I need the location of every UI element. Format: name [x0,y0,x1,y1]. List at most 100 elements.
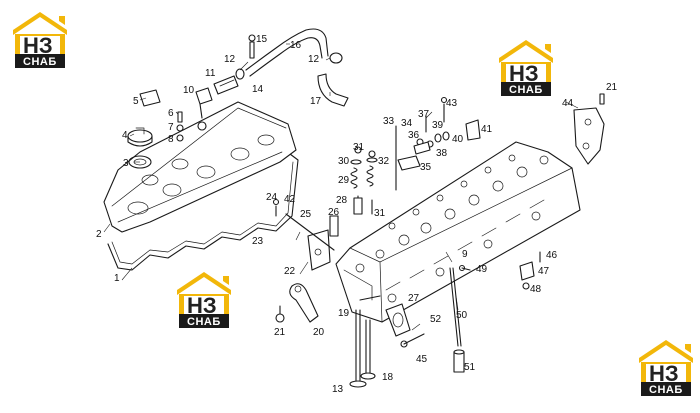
hose-clamp-12-right [329,52,343,64]
bolt-43 [440,96,448,123]
valve-cover-gasket [107,151,299,271]
callout-24: 24 [266,192,278,203]
callout-30: 30 [338,156,350,167]
callout-3: 3 [123,158,129,169]
bolt-21-right [599,93,605,105]
callout-45: 45 [416,354,428,365]
callout-15: 15 [256,34,268,45]
callout-8: 8 [168,134,174,145]
callout-12-left: 12 [224,54,236,65]
logo-top-right: НЗ СНАБ [499,40,553,96]
callout-42: 42 [284,194,296,205]
bolt-45-52 [400,333,425,348]
logo-middle-left: НЗ СНАБ [177,272,231,328]
valve-cover [103,101,297,233]
callout-43: 43 [446,98,458,109]
callout-25: 25 [300,209,312,220]
small-bolt-6-7-8 [176,111,184,142]
callout-14: 14 [252,84,264,95]
callout-10: 10 [183,85,195,96]
logo-mark-text: НЗ [509,61,539,86]
tappet-51 [453,349,465,373]
callout-47: 47 [538,266,550,277]
valve-springs-29 [350,157,378,189]
callout-5: 5 [133,96,139,107]
callout-51: 51 [464,362,476,373]
callout-2: 2 [96,229,102,240]
callout-1: 1 [114,273,120,284]
injector-sleeve-26 [329,215,339,237]
callout-33: 33 [383,116,395,127]
callout-46: 46 [546,250,558,261]
callout-28: 28 [336,195,348,206]
callout-31-bottom: 31 [374,208,386,219]
callout-32: 32 [378,156,390,167]
valve-guide-28 [353,197,363,215]
callout-52: 52 [430,314,442,325]
logo-brand-text: СНАБ [23,56,57,68]
callout-27: 27 [408,293,420,304]
logo-brand-text: СНАБ [649,384,683,396]
callout-48: 48 [530,284,542,295]
lifting-bracket-44 [573,107,605,165]
callout-20: 20 [313,327,325,338]
callout-44: 44 [562,98,574,109]
callout-22: 22 [284,266,296,277]
callout-6: 6 [168,108,174,119]
callout-7: 7 [168,122,174,133]
logo-top-left: НЗ СНАБ [13,12,67,68]
callout-40: 40 [452,134,464,145]
end-plate-22 [307,229,331,271]
rocker-arm-32-33 [395,125,421,191]
hose-clamp-12-left [235,68,245,80]
callout-4: 4 [122,130,128,141]
callout-21-left: 21 [274,327,286,338]
bolt-49 [458,264,471,272]
callout-31-top: 31 [353,142,365,153]
callout-26: 26 [328,207,340,218]
callout-29: 29 [338,175,350,186]
callout-23: 23 [252,236,264,247]
rocker-parts-34-40 [413,115,450,155]
callout-50: 50 [456,310,468,321]
bolt-21-left [275,305,285,323]
callout-19: 19 [338,308,350,319]
bolt-15 [248,34,256,59]
callout-34: 34 [401,118,413,129]
callout-11: 11 [205,68,216,79]
pushrod-50 [449,267,462,347]
callout-13: 13 [332,384,344,395]
callout-35: 35 [420,162,432,173]
long-stud-23 [285,213,335,251]
callout-12-right: 12 [308,54,320,65]
elbow-hose-17 [317,73,349,107]
callout-16: 16 [290,40,302,51]
callout-37: 37 [418,109,430,120]
logo-brand-text: СНАБ [509,84,543,96]
callout-numbers: 1 2 3 4 5 6 7 8 9 10 11 12 12 13 14 15 1… [96,34,618,395]
breather-fitting [195,87,213,131]
oil-filler-cap [127,127,153,147]
callout-18: 18 [382,372,394,383]
sensor-46-47-48 [519,251,541,290]
callout-21-right: 21 [606,82,618,93]
logo-mark-text: НЗ [23,33,53,58]
nameplate [139,89,161,107]
logo-mark-text: НЗ [187,293,217,318]
breather-tube-16 [245,28,329,77]
callout-9: 9 [462,249,468,260]
logo-brand-text: СНАБ [187,316,221,328]
callout-41: 41 [481,124,493,135]
rocker-bracket-20 [289,283,319,323]
bolt-24-42 [272,198,280,217]
callout-38: 38 [436,148,448,159]
breather-hose [213,75,239,95]
logo-bottom-right: НЗ СНАБ [639,340,693,396]
callout-17: 17 [310,96,322,107]
callout-36: 36 [408,130,420,141]
bracket-19-27 [359,295,411,337]
callout-49: 49 [476,264,488,275]
logo-mark-text: НЗ [649,361,679,386]
